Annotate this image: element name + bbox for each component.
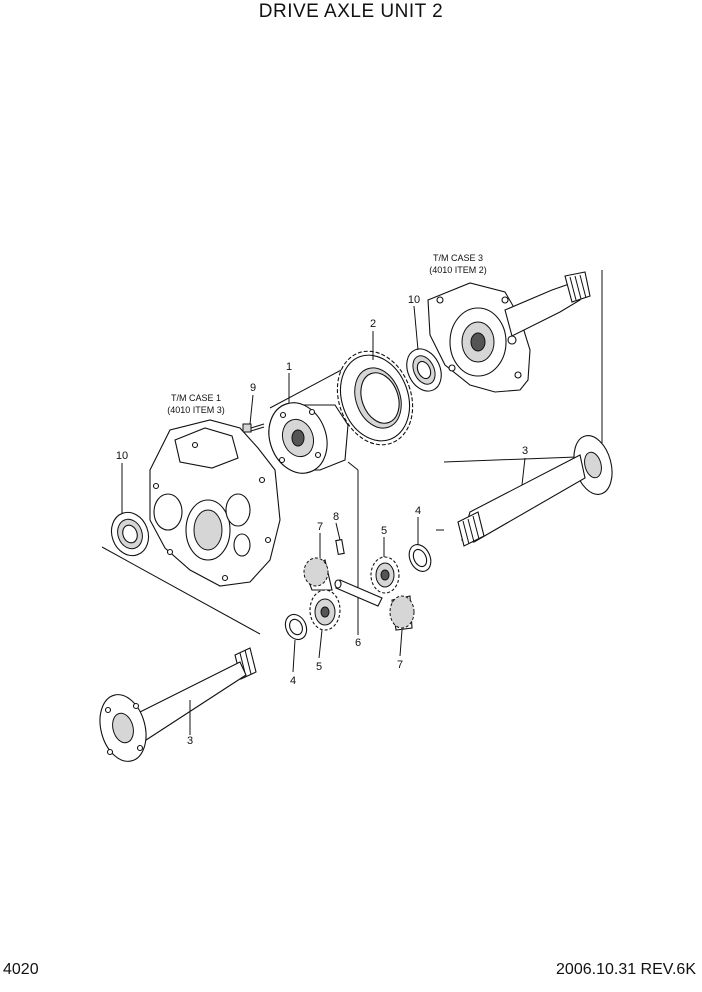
- callout-3-left: 3: [187, 735, 193, 747]
- side-gear-5-left: [309, 589, 341, 631]
- callout-9: 9: [250, 382, 256, 394]
- callout-4-left: 4: [290, 675, 296, 687]
- leader-lines: [121, 305, 526, 735]
- thrust-washer-4-left: [284, 613, 308, 641]
- side-gear-5-right: [370, 556, 400, 594]
- ring-gear-2: [336, 350, 414, 446]
- callout-2: 2: [370, 318, 376, 330]
- tm-case-3-note: T/M CASE 3: [433, 253, 483, 263]
- callout-7-upper: 7: [317, 521, 323, 533]
- pin-8: [335, 538, 345, 556]
- axle-shaft-3-right: [457, 435, 613, 547]
- tm-case-3: [427, 282, 531, 393]
- tm-case-1-note: T/M CASE 1: [171, 393, 221, 403]
- page-title: DRIVE AXLE UNIT 2: [258, 1, 444, 22]
- tm-case-3-ref: (4010 ITEM 2): [429, 265, 487, 275]
- callout-3-right: 3: [522, 445, 528, 457]
- pinion-shaft-6: [334, 579, 383, 607]
- tm-case-1: [149, 419, 281, 587]
- callout-5-right: 5: [381, 525, 387, 537]
- pinion-gear-7-upper: [303, 557, 333, 591]
- callout-4-right: 4: [415, 505, 421, 517]
- callout-5-left: 5: [316, 661, 322, 673]
- callout-10-right: 10: [408, 294, 420, 306]
- thrust-washer-4-right: [408, 544, 432, 572]
- tm-case-1-ref: (4010 ITEM 3): [167, 405, 225, 415]
- bearing-10-right: [406, 348, 442, 392]
- bearing-10-left: [110, 511, 150, 557]
- tm-case-3-shaft: [504, 271, 591, 337]
- differential-case-1: [268, 402, 349, 474]
- pinion-gear-7-lower: [389, 595, 415, 631]
- callout-10-left: 10: [116, 450, 128, 462]
- revision-stamp: 2006.10.31 REV.6K: [556, 961, 696, 978]
- callout-6: 6: [355, 637, 361, 649]
- page-number: 4020: [3, 961, 39, 978]
- axle-shaft-3-left: [99, 647, 257, 762]
- callout-1: 1: [286, 361, 292, 373]
- callout-7-lower: 7: [397, 659, 403, 671]
- bolt-9: [242, 423, 265, 433]
- callout-8: 8: [333, 511, 339, 523]
